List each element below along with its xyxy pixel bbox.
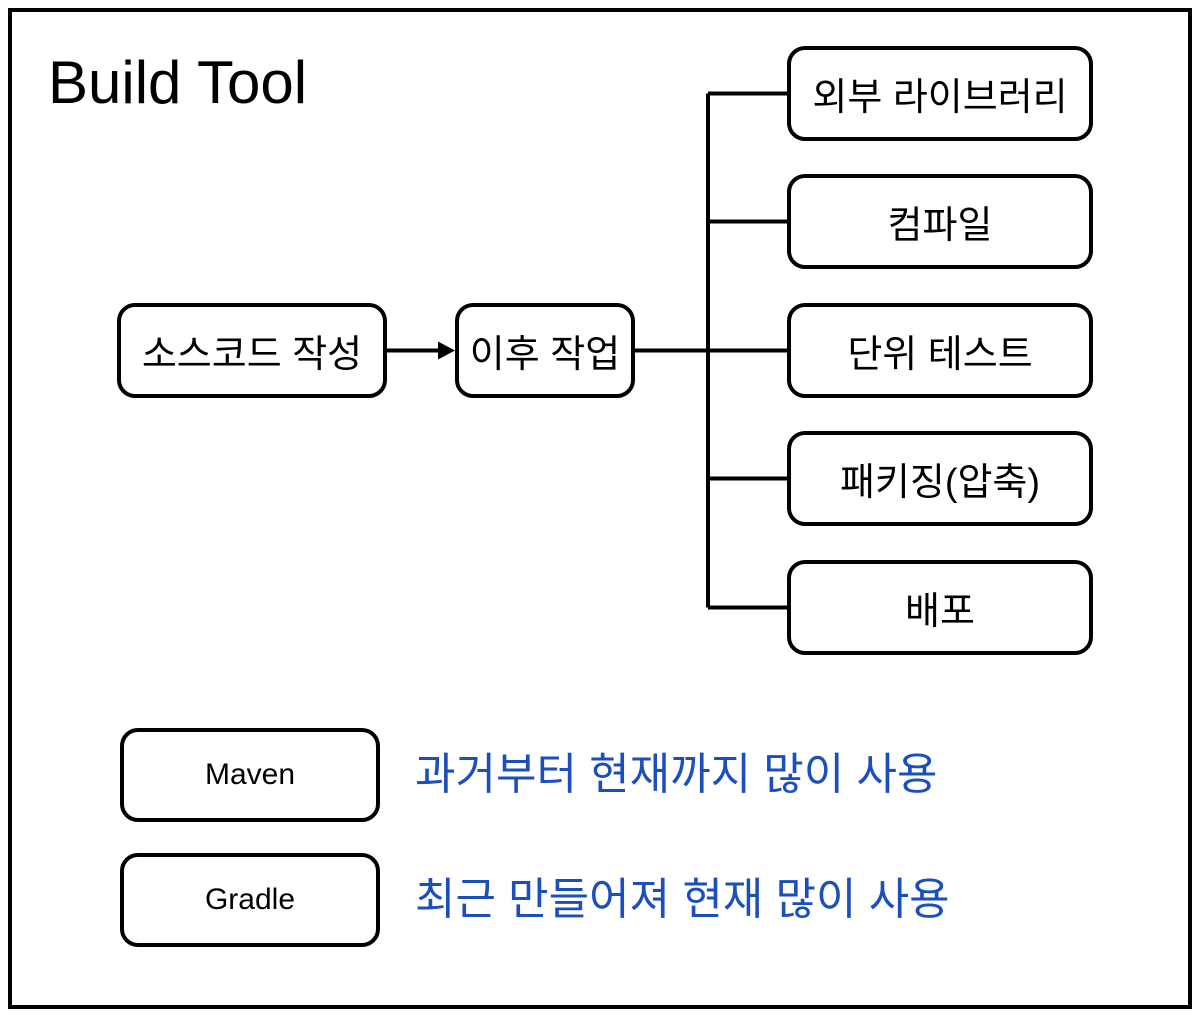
flow-box-source-code: 소스코드 작성 xyxy=(117,303,387,398)
task-box-packaging-label: 패키징(압축) xyxy=(839,462,1041,504)
task-box-external-library-label: 외부 라이브러리 xyxy=(812,77,1068,119)
task-box-external-library: 외부 라이브러리 xyxy=(787,46,1093,141)
task-box-unit-test: 단위 테스트 xyxy=(787,303,1093,398)
flow-box-next-step: 이후 작업 xyxy=(455,303,635,398)
task-box-compile: 컴파일 xyxy=(787,174,1093,269)
tool-box-maven: Maven xyxy=(120,728,380,822)
tool-box-maven-label: Maven xyxy=(204,758,296,791)
flow-box-next-step-label: 이후 작업 xyxy=(469,334,621,376)
arrowhead-icon xyxy=(438,341,455,360)
task-box-unit-test-label: 단위 테스트 xyxy=(847,334,1033,376)
maven-note: 과거부터 현재까지 많이 사용 xyxy=(415,750,938,799)
flow-box-source-code-label: 소스코드 작성 xyxy=(141,334,363,376)
outer-border xyxy=(8,8,1192,1009)
tool-box-gradle: Gradle xyxy=(120,853,380,947)
task-box-deploy-label: 배포 xyxy=(905,591,975,633)
page-title: Build Tool xyxy=(48,49,308,116)
task-box-compile-label: 컴파일 xyxy=(887,205,993,247)
task-box-deploy: 배포 xyxy=(787,560,1093,655)
gradle-note: 최근 만들어져 현재 많이 사용 xyxy=(415,875,950,924)
tool-box-gradle-label: Gradle xyxy=(204,883,296,916)
task-box-packaging: 패키징(압축) xyxy=(787,431,1093,526)
